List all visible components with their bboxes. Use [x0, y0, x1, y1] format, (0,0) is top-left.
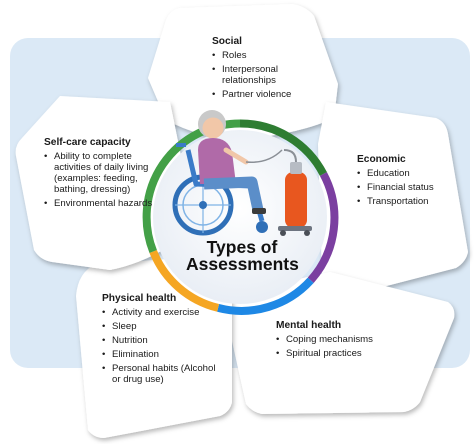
physical-item: Activity and exercise: [102, 307, 218, 318]
physical-title: Physical health: [102, 293, 177, 304]
mental-card: Mental health Coping mechanisms Spiritua…: [276, 320, 396, 362]
center-circle: [153, 130, 327, 304]
social-item: Interpersonal relationships: [212, 64, 322, 86]
social-item: Partner violence: [212, 89, 322, 100]
economic-title: Economic: [357, 154, 406, 165]
economic-item: Financial status: [357, 182, 457, 193]
selfcare-title: Self-care capacity: [44, 137, 131, 148]
selfcare-item: Environmental hazards: [44, 198, 162, 209]
mental-title: Mental health: [276, 320, 342, 331]
wheelchair-user-with-oxygen-tank-icon: [172, 110, 312, 236]
social-title: Social: [212, 36, 243, 47]
economic-item: Transportation: [357, 196, 457, 207]
physical-item: Sleep: [102, 321, 218, 332]
physical-item: Nutrition: [102, 335, 218, 346]
center-title-line-2: Assessments: [186, 254, 299, 274]
physical-card: Physical health Activity and exercise Sl…: [102, 293, 218, 388]
center-title: Types of Assessments: [186, 237, 299, 274]
mental-item: Coping mechanisms: [276, 334, 396, 345]
economic-card: Economic Education Financial status Tran…: [357, 154, 457, 210]
center-title-line-1: Types of: [206, 237, 278, 257]
social-card: Social Roles Interpersonal relationships…: [212, 36, 322, 103]
selfcare-card: Self-care capacity Ability to complete a…: [44, 137, 162, 212]
social-item: Roles: [212, 50, 322, 61]
physical-item: Personal habits (Alcohol or drug use): [102, 363, 218, 385]
physical-item: Elimination: [102, 349, 218, 360]
selfcare-item: Ability to complete activities of daily …: [44, 151, 162, 195]
mental-item: Spiritual practices: [276, 348, 396, 359]
economic-item: Education: [357, 168, 457, 179]
